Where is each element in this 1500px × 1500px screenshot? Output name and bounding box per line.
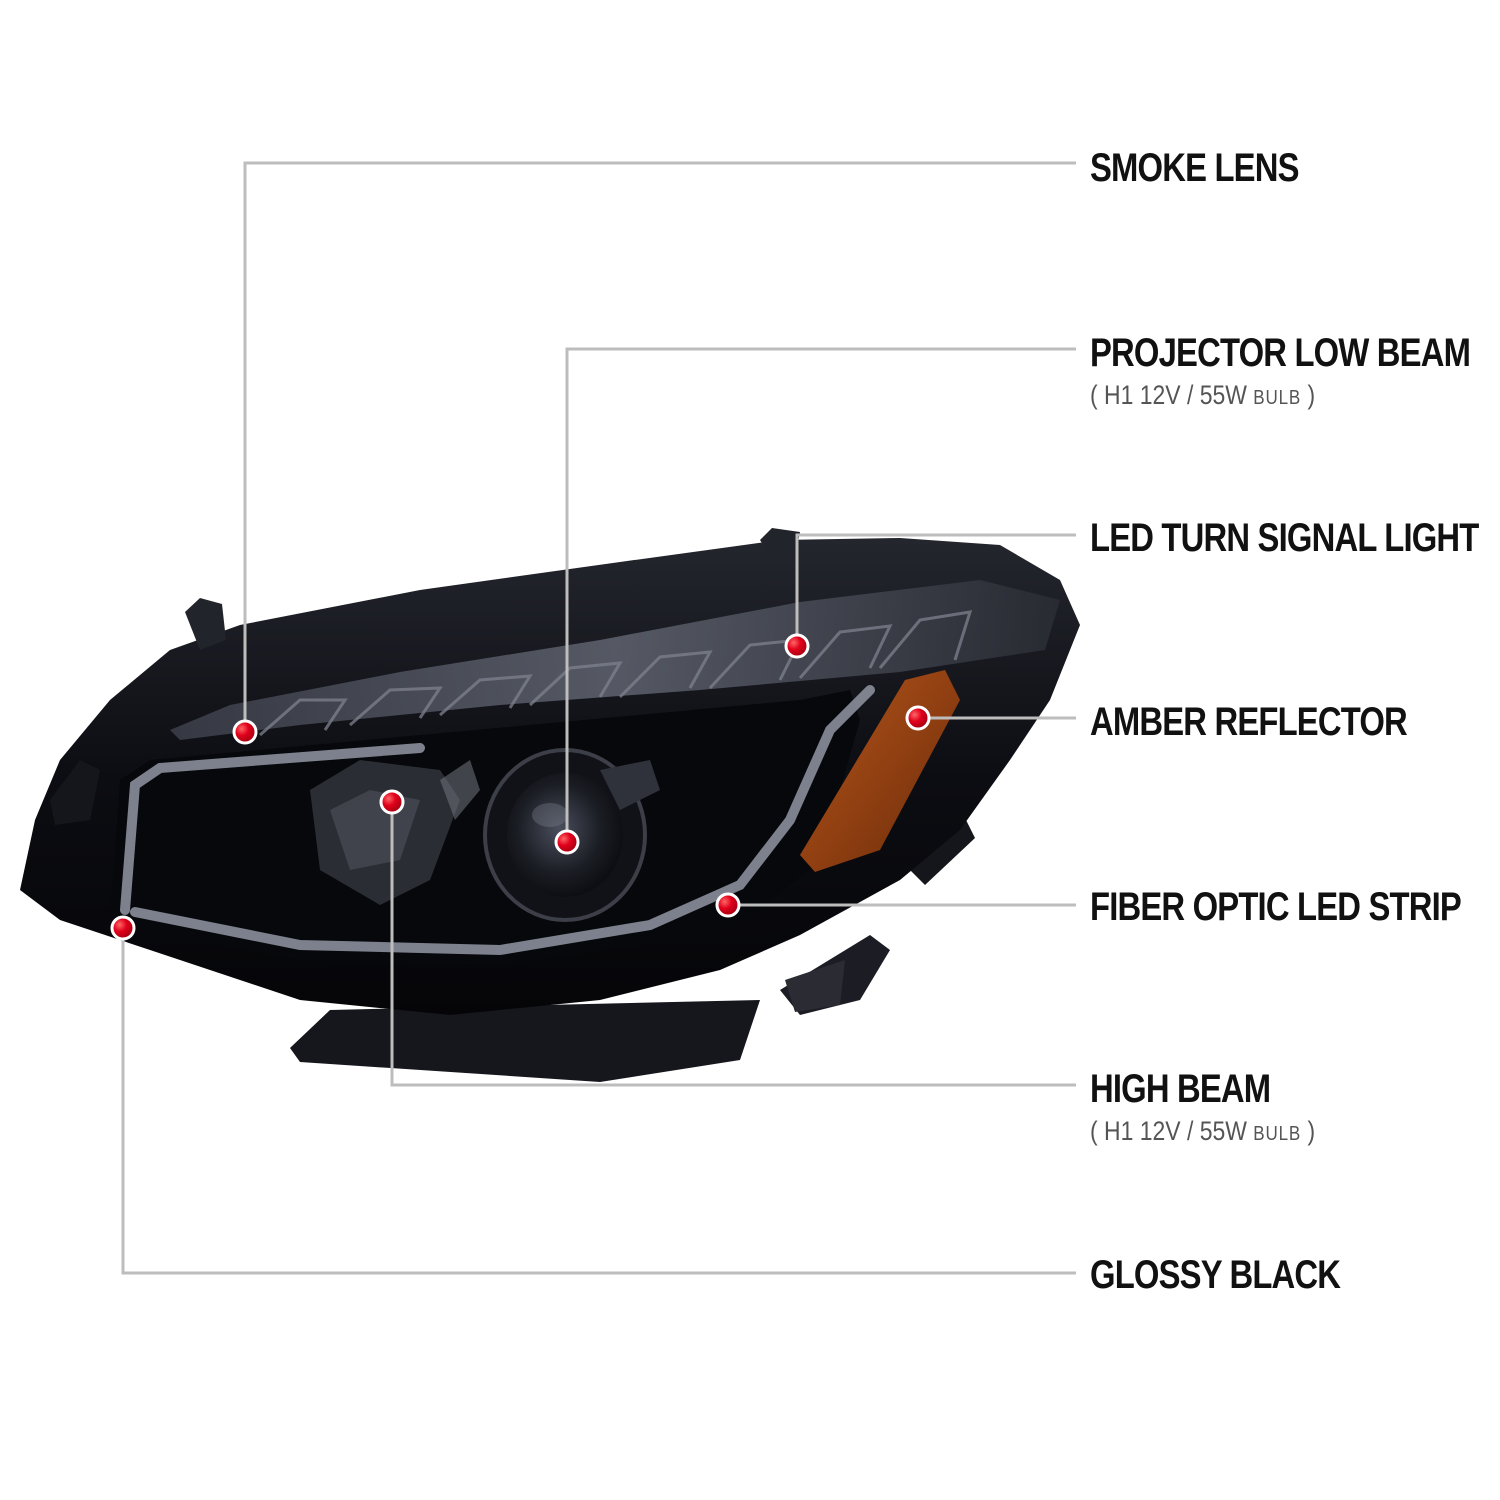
label-led-turn-signal: LED TURN SIGNAL LIGHT — [1090, 516, 1479, 560]
leader-glossy-black — [121, 928, 1076, 1275]
high-beam-bulb-spec: ( H1 12V / 55W BULB ) — [1090, 1118, 1315, 1145]
label-high-beam: HIGH BEAM — [1090, 1067, 1271, 1111]
smoke-lens-strip — [170, 580, 1060, 740]
bulb-rating: H1 12V / 55W — [1104, 380, 1247, 410]
leader-projector-low-beam — [565, 347, 1076, 842]
led-cells — [259, 610, 973, 737]
paren-close: ) — [1307, 1116, 1316, 1146]
marker-fiber-optic-strip — [715, 892, 741, 918]
marker-projector-low-beam — [554, 829, 580, 855]
marker-led-turn-signal — [784, 633, 810, 659]
lower-mount-tabs — [290, 818, 975, 1082]
marker-high-beam — [379, 789, 405, 815]
marker-glossy-black — [110, 915, 136, 941]
projector-bulb-spec: ( H1 12V / 55W BULB ) — [1090, 382, 1315, 409]
leader-smoke-lens — [243, 161, 1076, 732]
callout-markers — [110, 633, 931, 941]
label-projector-low-beam: PROJECTOR LOW BEAM — [1090, 331, 1471, 375]
bulb-unit: BULB — [1253, 1123, 1302, 1145]
label-fiber-optic-led-strip: FIBER OPTIC LED STRIP — [1090, 885, 1462, 929]
leader-high-beam — [390, 802, 1076, 1087]
top-mount-tab-right — [760, 528, 800, 556]
side-mount-tab — [50, 760, 100, 825]
fiber-optic-strip — [120, 685, 875, 956]
paren-close: ) — [1307, 380, 1316, 410]
paren-open: ( — [1090, 380, 1098, 410]
label-glossy-black: GLOSSY BLACK — [1090, 1253, 1341, 1297]
leader-lines — [121, 161, 1076, 1275]
marker-amber-reflector — [905, 705, 931, 731]
label-amber-reflector: AMBER REFLECTOR — [1090, 700, 1408, 744]
marker-smoke-lens — [232, 719, 258, 745]
bulb-unit: BULB — [1253, 387, 1302, 409]
paren-open: ( — [1090, 1116, 1098, 1146]
bulb-rating: H1 12V / 55W — [1104, 1116, 1247, 1146]
top-mount-tab-left — [185, 598, 226, 650]
label-smoke-lens: SMOKE LENS — [1090, 146, 1299, 190]
leader-led-turn-signal — [795, 533, 1076, 646]
